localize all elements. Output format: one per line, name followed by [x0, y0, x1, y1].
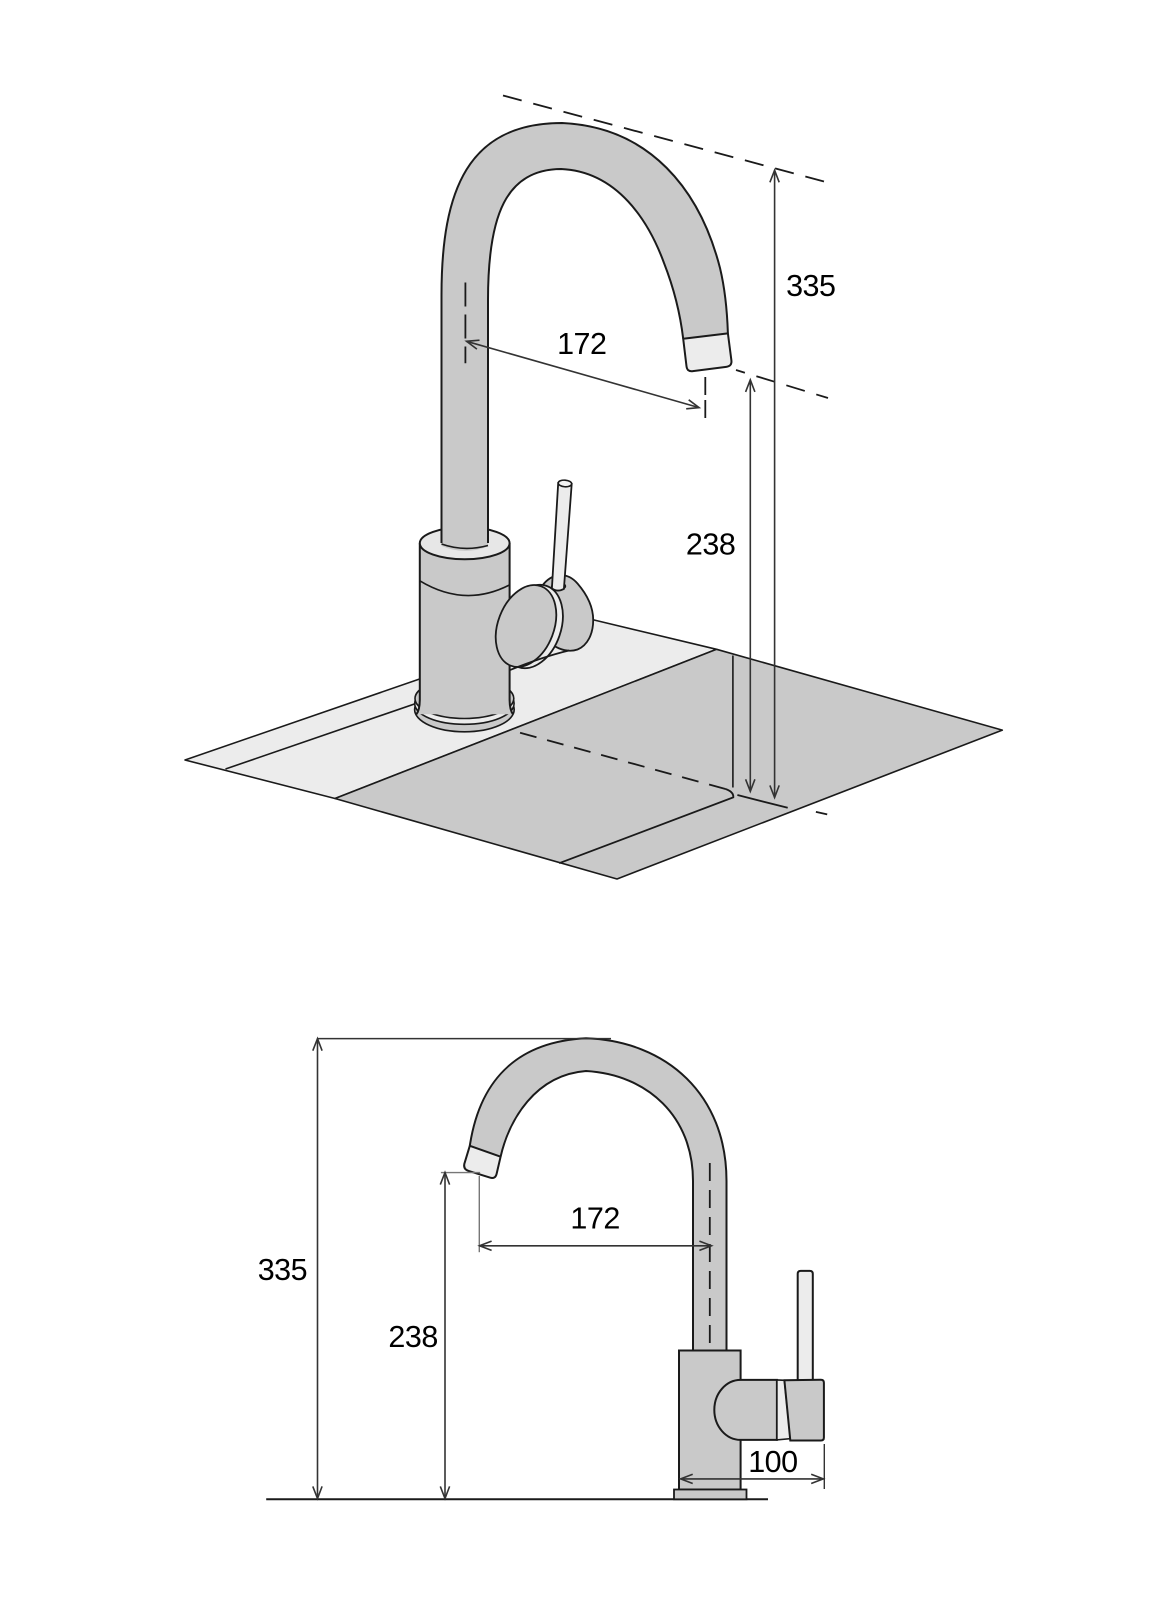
svg-text:335: 335: [258, 1253, 307, 1287]
svg-text:172: 172: [570, 1202, 619, 1236]
svg-text:238: 238: [388, 1320, 437, 1354]
svg-text:172: 172: [557, 327, 606, 361]
svg-text:335: 335: [786, 269, 835, 303]
svg-text:100: 100: [748, 1445, 797, 1479]
svg-text:238: 238: [686, 527, 735, 561]
